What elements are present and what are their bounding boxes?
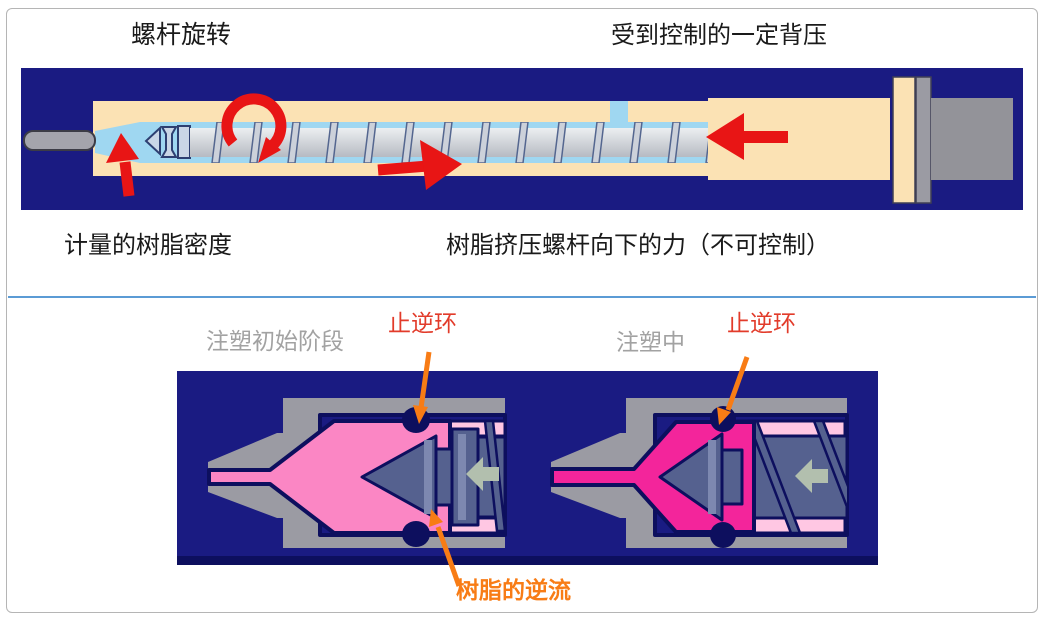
right-ring-seat-bottom	[710, 522, 736, 548]
bottom-check-ring-diagram	[177, 351, 878, 587]
resin-backflow-pointer-icon	[429, 509, 462, 587]
thrust-plate-gray	[915, 76, 932, 204]
thrust-plate-cream	[892, 76, 916, 204]
screw-tip-cone	[144, 125, 161, 157]
check-ring-label-right: 止逆环	[727, 311, 796, 337]
right-screw-flight-2	[812, 419, 847, 511]
top-plasticizing-diagram	[21, 68, 1023, 210]
check-ring-pointer-left-icon	[413, 351, 432, 424]
resin-backflow-label: 树脂的逆流	[456, 578, 571, 604]
left-ring-seat-bottom	[402, 521, 430, 547]
screw-rotation-arrow-icon	[221, 93, 287, 163]
injection-start-title: 注塑初始阶段	[206, 329, 344, 355]
screw-tip-assembly	[144, 125, 191, 159]
injection-in-progress-diagram	[550, 398, 849, 548]
left-ring-highlight	[458, 434, 466, 520]
check-ring-label-left: 止逆环	[388, 311, 457, 337]
page-border	[6, 8, 1038, 613]
check-ring-seat	[177, 125, 191, 159]
right-cone-highlight	[708, 440, 716, 514]
left-molten-resin	[207, 419, 452, 535]
drive-block	[931, 98, 1013, 180]
section-divider-line	[8, 296, 1036, 298]
check-ring-groove	[160, 126, 178, 158]
bottom-panel-shadow	[177, 556, 878, 565]
screw-rotation-label: 螺杆旋转	[131, 20, 232, 49]
resin-downward-force-label: 树脂挤压螺杆向下的力（不可控制）	[446, 231, 830, 259]
left-screw-retreat-arrow-icon	[466, 457, 499, 491]
injection-in-progress-title: 注塑中	[616, 330, 685, 356]
right-screw-retreat-arrow-icon	[795, 459, 828, 493]
metering-up-arrow-icon	[106, 133, 139, 197]
nozzle	[23, 130, 96, 151]
injection-start-diagram	[207, 398, 507, 548]
channel-taper-top	[95, 122, 140, 131]
right-ring-neck	[720, 448, 744, 506]
controlled-back-pressure-label: 受到控制的一定背压	[611, 21, 827, 49]
hopper-inlet	[610, 101, 628, 125]
left-cone-highlight	[424, 440, 432, 514]
back-pressure-arrow-icon	[706, 113, 788, 160]
check-ring-pointer-right-icon	[717, 356, 750, 425]
left-ring-neck	[434, 447, 454, 507]
metered-resin-density-label: 计量的树脂密度	[64, 231, 232, 259]
conveying-direction-arrow-icon	[377, 140, 462, 190]
